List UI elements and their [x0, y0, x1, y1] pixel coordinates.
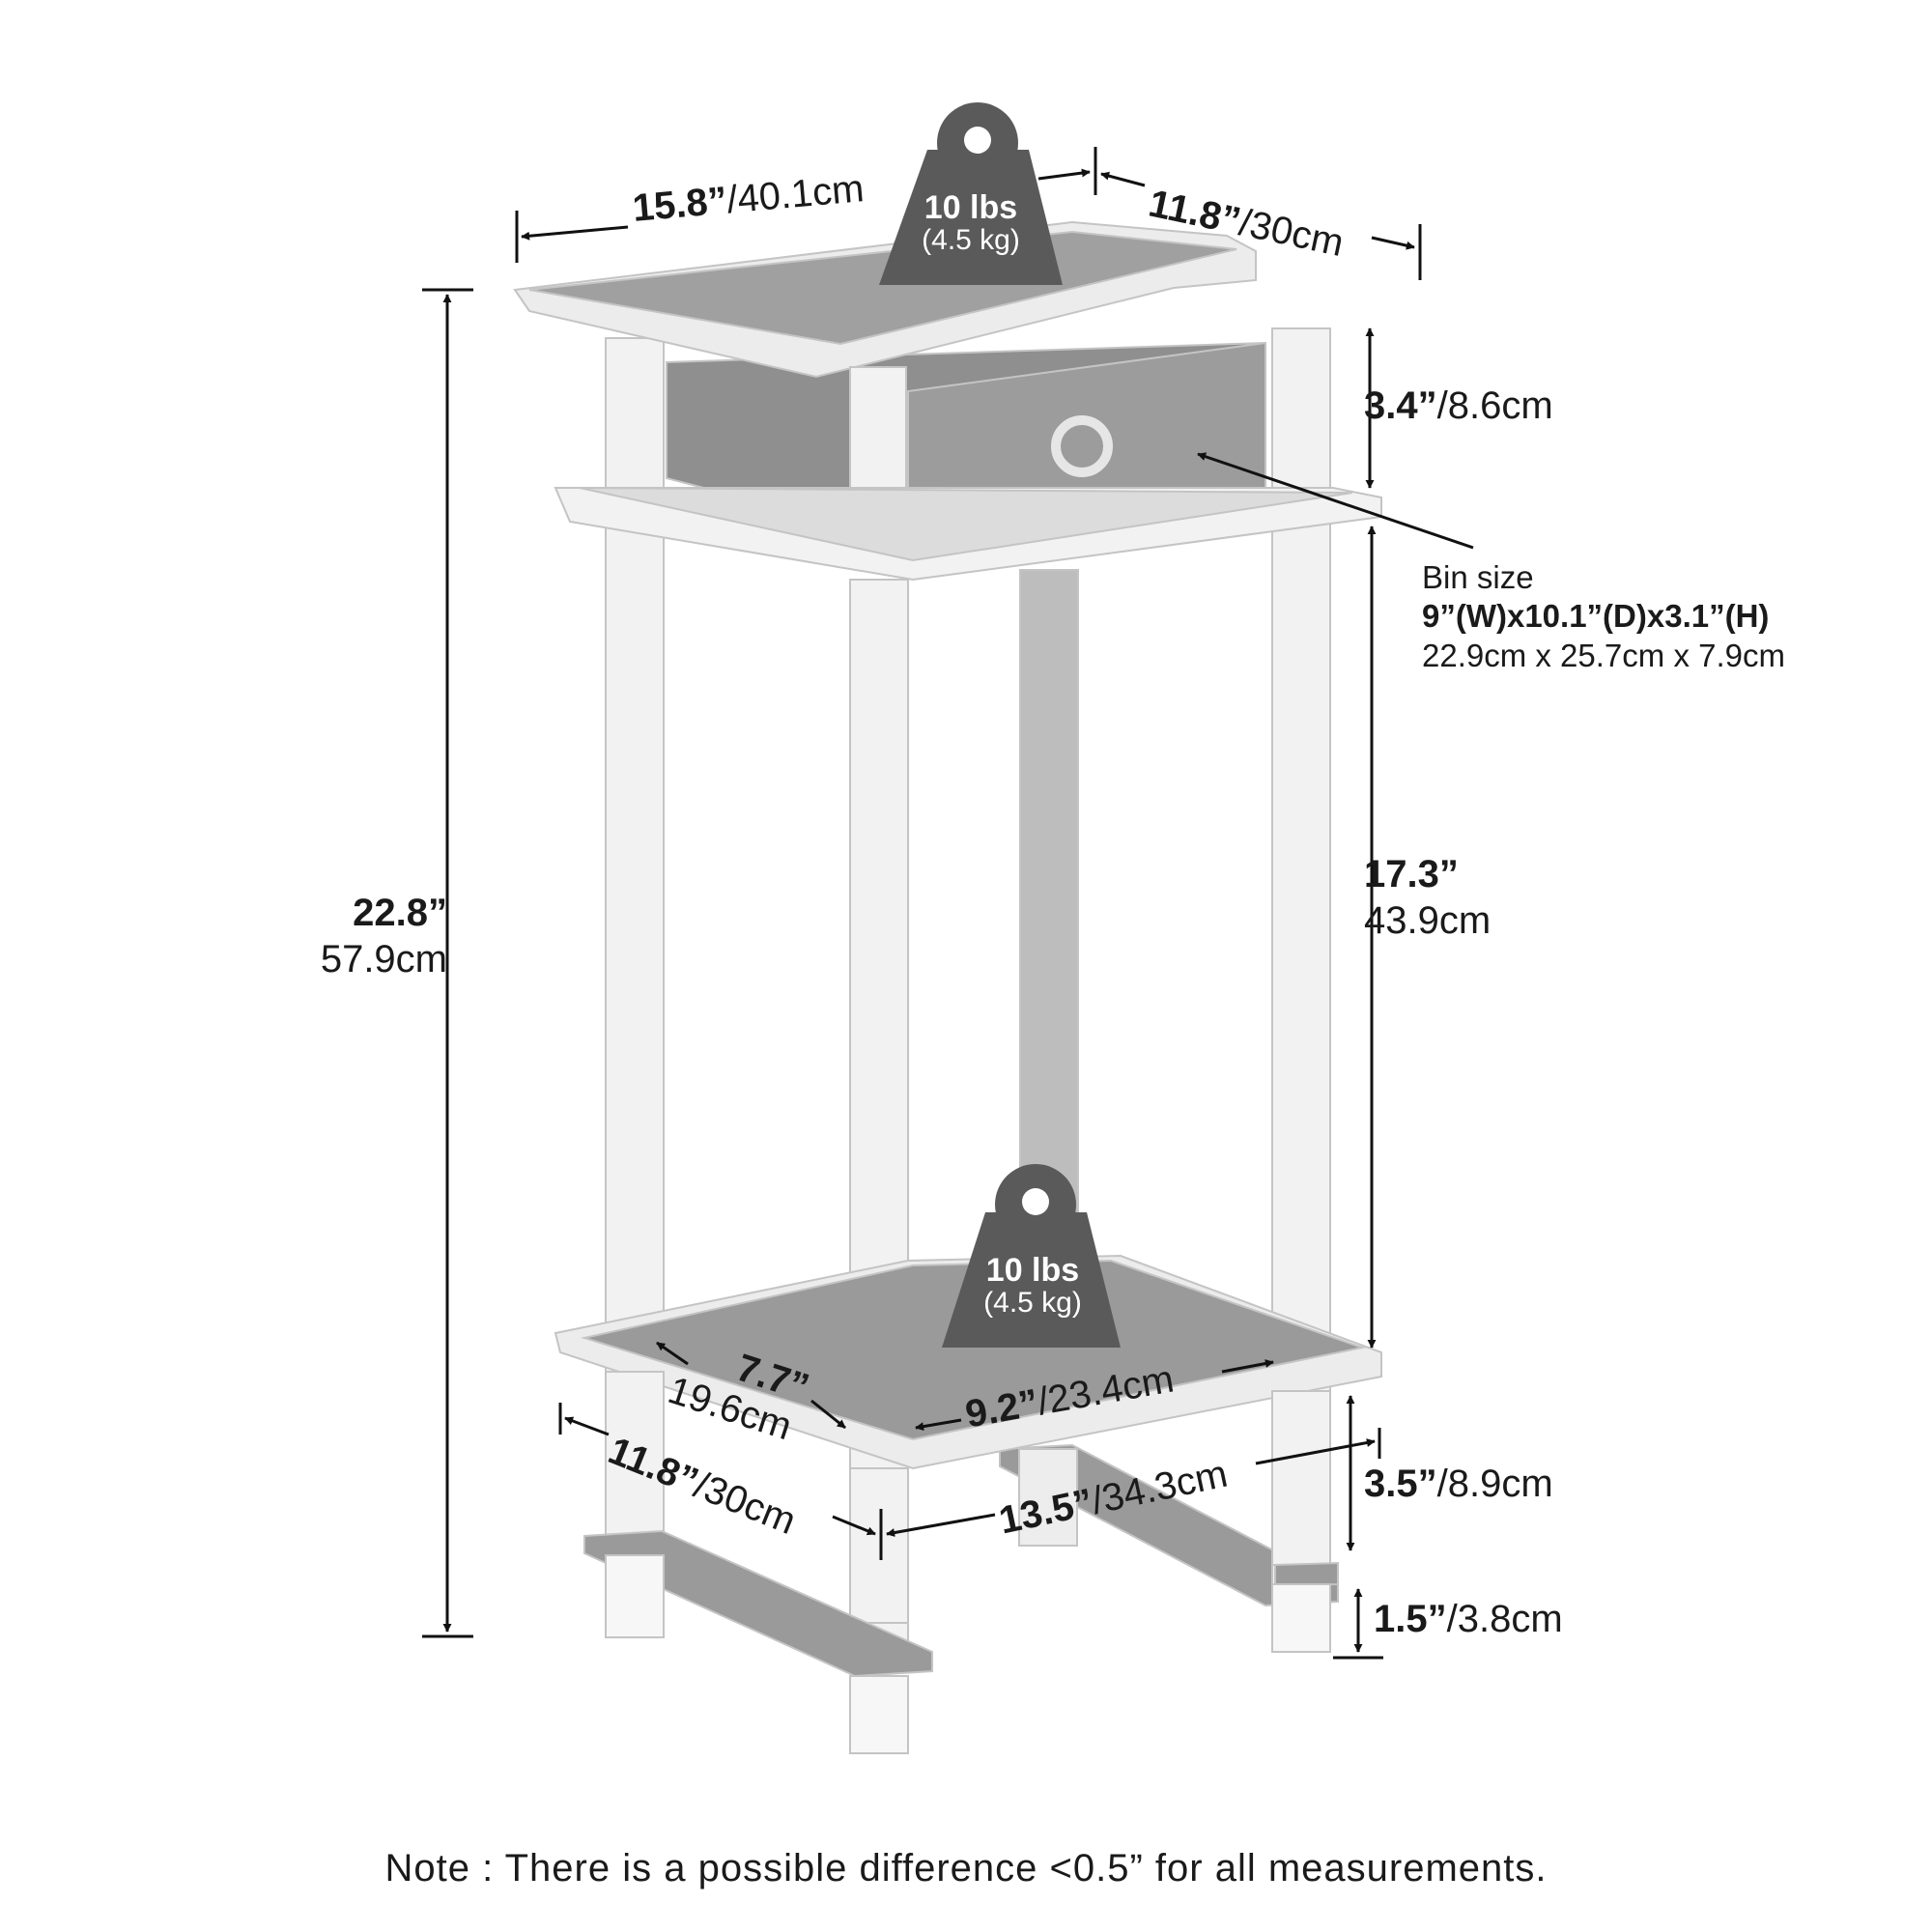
dim-foot-height: 1.5”/3.8cm — [1374, 1600, 1563, 1638]
leg-front-center-lower — [849, 1467, 909, 1624]
weight-tag-hole — [1022, 1188, 1049, 1215]
weight-top-main: 10 lbs — [923, 189, 1018, 226]
dim-middle-gap-metric: 43.9cm — [1364, 899, 1492, 942]
dim-total-height-metric: 57.9cm — [320, 938, 447, 980]
dim-drawer-gap-metric: /8.6cm — [1436, 384, 1553, 427]
measurement-note: Note : There is a possible difference <0… — [384, 1847, 1548, 1889]
leg-front-right-lower — [1271, 1390, 1331, 1566]
middle-shelf-surface — [579, 487, 1353, 562]
foot-front-left — [605, 1554, 665, 1638]
drawer-handle — [1051, 415, 1113, 477]
weight-bottom-sub: (4.5 kg) — [983, 1287, 1082, 1319]
bin-size-metric: 22.9cm x 25.7cm x 7.9cm — [1422, 637, 1785, 673]
dim-middle-gap: 17.3” 43.9cm — [1364, 855, 1491, 940]
leg-front-left-lower — [605, 1371, 665, 1542]
bottom-rail-back — [999, 1443, 1339, 1607]
dim-foot-height-imperial: 1.5” — [1374, 1598, 1447, 1640]
bottom-rail-right — [1274, 1561, 1339, 1588]
weight-top-sub: (4.5 kg) — [922, 224, 1020, 256]
foot-front-right — [1271, 1583, 1331, 1653]
bottom-rail-left — [583, 1529, 933, 1678]
weight-tag-bottom — [942, 1164, 1121, 1348]
weight-tag-hole — [964, 127, 991, 154]
bin-size-imperial: 9”(W)x10.1”(D)x3.1”(H) — [1422, 598, 1770, 635]
weight-tag-top-label: 10 lbs (4.5 kg) — [881, 191, 1061, 255]
foot-back-middle — [1018, 1448, 1078, 1547]
weight-tag-bottom-label: 10 lbs (4.5 kg) — [944, 1254, 1122, 1318]
dim-lower-gap: 3.5”/8.9cm — [1364, 1464, 1553, 1503]
bin-size-title: Bin size — [1422, 559, 1534, 595]
dim-drawer-gap-imperial: 3.4” — [1364, 384, 1437, 427]
bin-size-callout: Bin size 9”(W)x10.1”(D)x3.1”(H) 22.9cm x… — [1422, 558, 1785, 675]
weight-tag-top — [879, 102, 1063, 285]
leg-front-left — [849, 579, 909, 1643]
dim-total-height: 22.8” 57.9cm — [307, 894, 447, 979]
dim-foot-height-metric: /3.8cm — [1446, 1598, 1563, 1640]
dim-total-height-imperial: 22.8” — [353, 892, 447, 934]
weight-bottom-main: 10 lbs — [985, 1252, 1080, 1289]
foot-front-center — [849, 1675, 909, 1754]
dim-top-width-imperial: 15.8” — [631, 179, 729, 230]
bottom-shelf-surface — [581, 1259, 1366, 1441]
dim-middle-gap-imperial: 17.3” — [1364, 853, 1459, 895]
dim-lower-gap-metric: /8.9cm — [1436, 1463, 1553, 1505]
dimension-lines — [422, 147, 1474, 1660]
table-structure — [513, 220, 1382, 1754]
dim-lower-gap-imperial: 3.5” — [1364, 1463, 1437, 1505]
dim-drawer-gap: 3.4”/8.6cm — [1364, 386, 1553, 425]
